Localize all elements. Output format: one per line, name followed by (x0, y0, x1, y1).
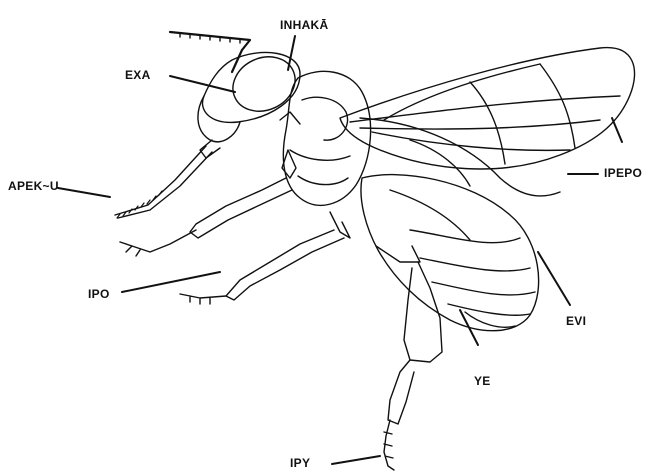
antenna (170, 32, 250, 72)
label-evi: EVI (566, 314, 586, 328)
label-exa: EXA (125, 68, 151, 82)
label-ipepo: IPEPO (604, 166, 642, 180)
front-leg (120, 150, 296, 256)
label-ipy: IPY (290, 456, 310, 470)
leader-inhaka (288, 36, 295, 70)
leader-ipy (332, 456, 380, 464)
label-apek-u: APEK~U (8, 179, 59, 193)
leader-evi (538, 252, 570, 305)
head (198, 47, 304, 158)
label-inhaka: INHAKĀ (280, 18, 328, 32)
leader-apek-u (58, 188, 110, 197)
leader-ipepo-1 (612, 118, 622, 142)
leader-exa (170, 76, 235, 92)
leader-ipo (122, 272, 220, 292)
label-ye: YE (474, 374, 491, 388)
label-ipo: IPO (88, 287, 110, 301)
abdomen (361, 175, 539, 331)
middle-leg (180, 212, 350, 304)
proboscis (115, 146, 212, 218)
hind-leg (376, 246, 442, 470)
